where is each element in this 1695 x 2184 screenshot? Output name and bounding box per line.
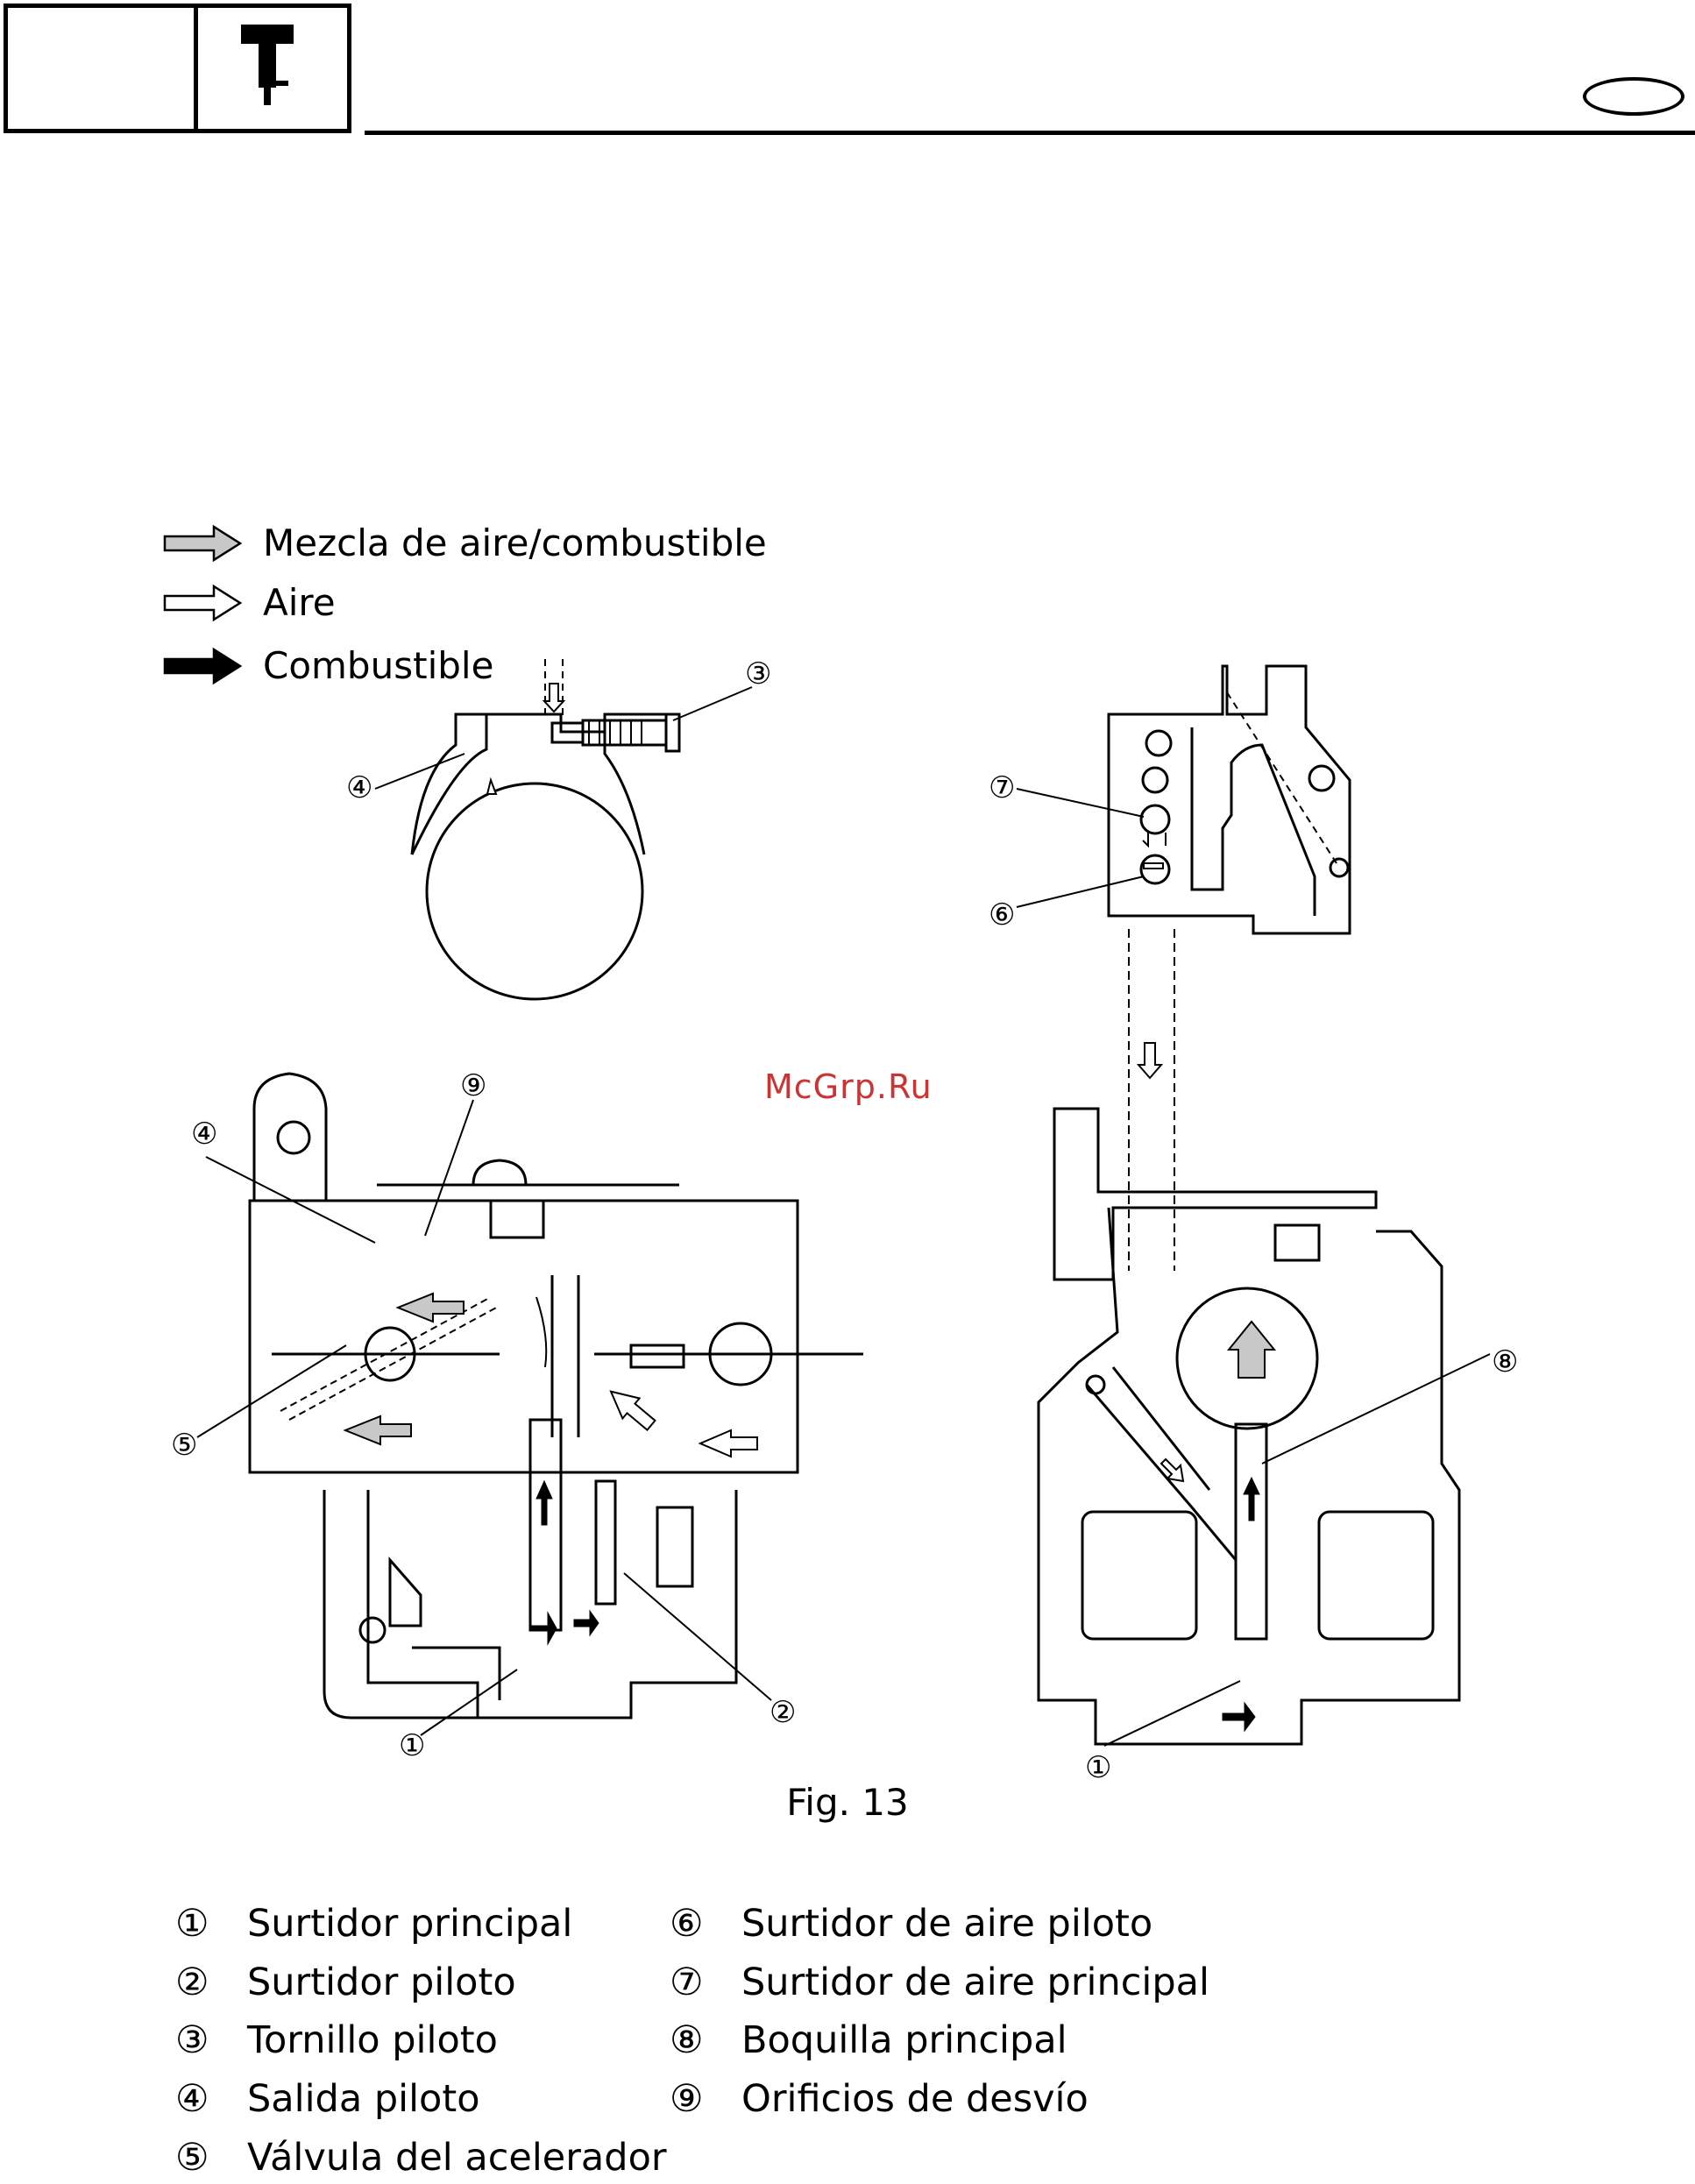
part-number: ⑤ <box>175 2131 247 2184</box>
callout-1: ① <box>399 1728 425 1763</box>
part-label: Surtidor principal <box>247 1902 572 1946</box>
callout-5: ⑤ <box>171 1428 197 1463</box>
part-label: Surtidor piloto <box>247 1961 516 2004</box>
part-label: Surtidor de aire piloto <box>741 1902 1152 1946</box>
pilot-screw-detail <box>412 659 679 999</box>
part-number: ⑨ <box>670 2073 741 2125</box>
part-number: ⑥ <box>670 1897 741 1950</box>
callout-3: ③ <box>745 656 771 691</box>
part-number: ④ <box>175 2073 247 2125</box>
part-label: Surtidor de aire principal <box>741 1961 1209 2004</box>
figure-caption: Fig. 13 <box>0 1781 1695 1824</box>
part-number: ① <box>175 1897 247 1950</box>
carburetor-front-section <box>1039 1109 1459 1744</box>
callout-2: ② <box>769 1695 796 1730</box>
part-number: ② <box>175 1956 247 2009</box>
callout-4: ④ <box>346 770 372 805</box>
part-label: Salida piloto <box>247 2077 480 2121</box>
watermark: McGrp.Ru <box>764 1067 933 1106</box>
callout-7: ⑦ <box>989 770 1015 805</box>
carburetor-side-section <box>250 1074 863 1718</box>
callout-6: ⑥ <box>989 897 1015 932</box>
part-label: Válvula del acelerador <box>247 2136 667 2180</box>
callout-1b: ① <box>1085 1750 1111 1785</box>
air-jet-detail <box>1109 666 1350 1271</box>
callout-4b: ④ <box>191 1117 217 1152</box>
part-label: Tornillo piloto <box>247 2018 498 2062</box>
callout-labels: ③ ④ ④ ⑨ ⑤ ① ② ⑦ ⑥ ⑧ ① <box>171 656 1518 1785</box>
callout-9: ⑨ <box>460 1068 486 1103</box>
carburetor-diagram: ③ ④ ④ ⑨ ⑤ ① ② ⑦ ⑥ ⑧ ① <box>0 0 1695 1840</box>
part-number: ③ <box>175 2014 247 2067</box>
part-label: Orificios de desvío <box>741 2077 1089 2121</box>
part-number: ⑦ <box>670 1956 741 2009</box>
callout-8: ⑧ <box>1492 1344 1518 1379</box>
part-number: ⑧ <box>670 2014 741 2067</box>
part-label: Boquilla principal <box>741 2018 1067 2062</box>
